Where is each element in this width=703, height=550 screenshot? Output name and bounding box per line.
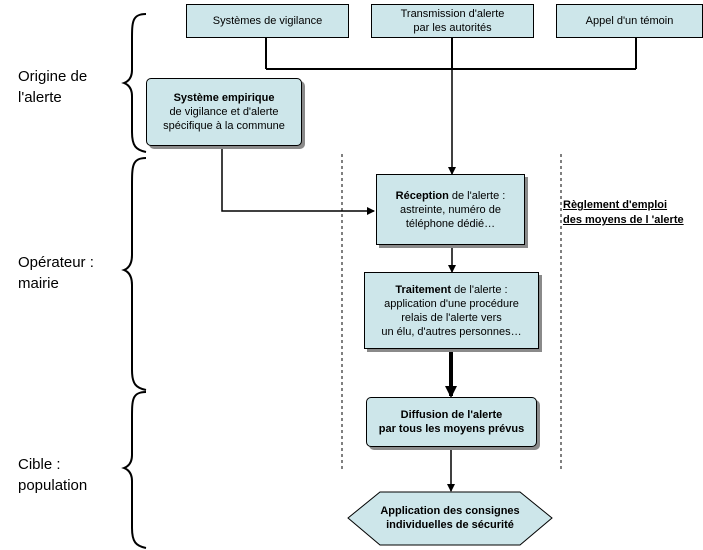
diffusion-box: Diffusion de l'alerte par tous les moyen… bbox=[366, 397, 537, 447]
section-label-target: Cible : population bbox=[18, 456, 88, 494]
brace-operator bbox=[121, 157, 147, 391]
brace-target bbox=[121, 391, 147, 549]
application-label: Application des consignes individuelles … bbox=[380, 505, 520, 531]
application-hexagon bbox=[347, 491, 553, 546]
rule-label: Règlement d'emploi des moyens de l 'aler… bbox=[563, 199, 684, 226]
section-label-origin: Origine de l'alerte bbox=[18, 68, 88, 106]
reception-box: Réception de l'alerte : astreinte, numér… bbox=[376, 174, 525, 245]
section-label-operator: Opérateur : mairie bbox=[18, 254, 94, 292]
brace-origin bbox=[121, 13, 147, 153]
arrow-empirical-to-reception bbox=[221, 146, 375, 215]
source-witness-call: Appel d'un témoin bbox=[556, 4, 703, 38]
source-vigilance-systems: Systèmes de vigilance bbox=[186, 4, 349, 38]
empirical-system-box: Système empirique de vigilance et d'aler… bbox=[146, 78, 302, 146]
processing-box: Traitement de l'alerte : application d'u… bbox=[364, 272, 539, 349]
